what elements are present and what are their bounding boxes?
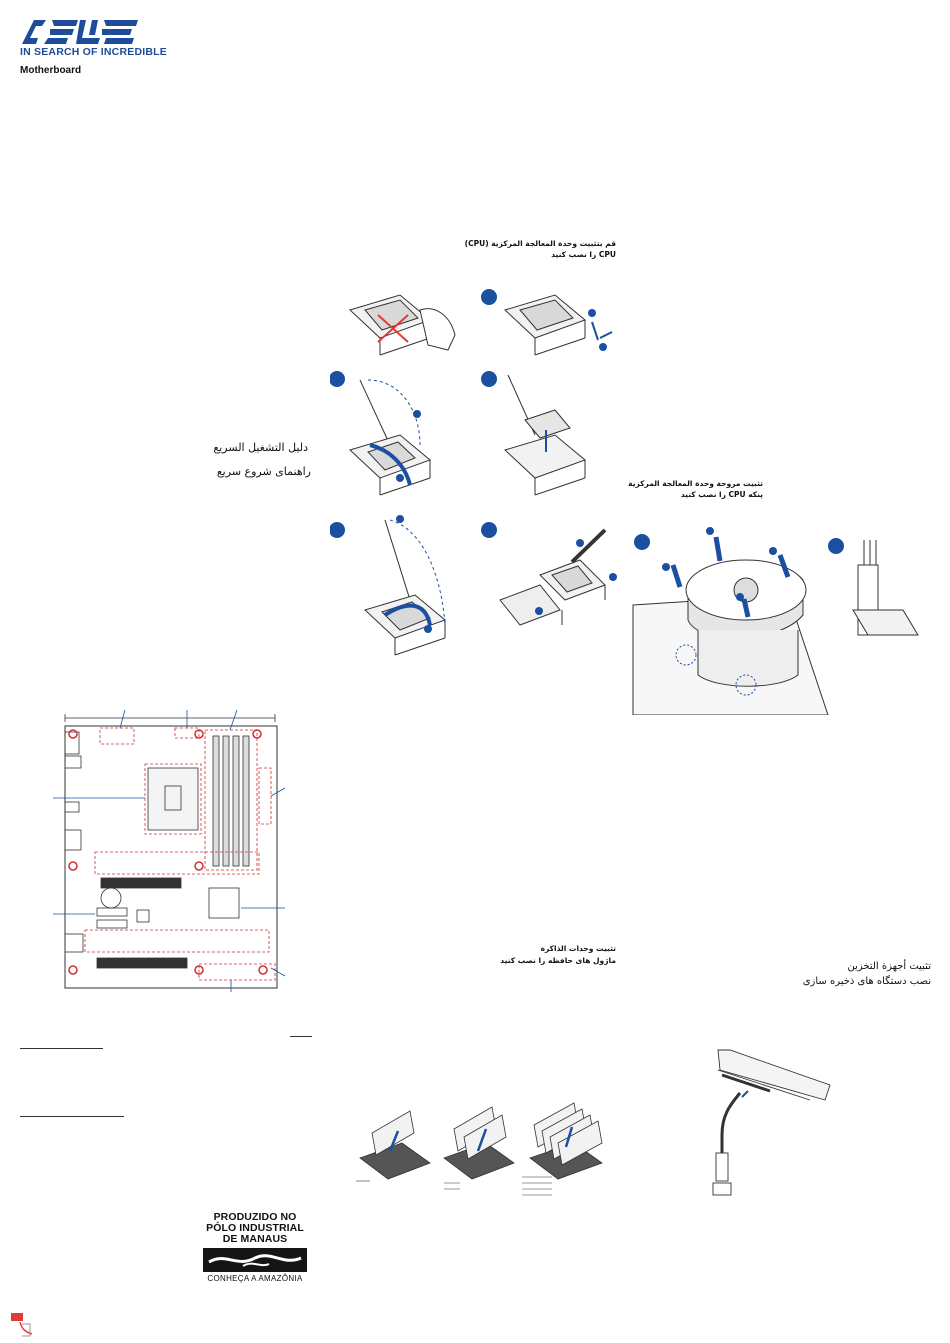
cpu-socket-no-touch-illustration bbox=[349, 294, 456, 356]
step-marker-small bbox=[599, 343, 607, 351]
step-marker-small bbox=[396, 474, 404, 482]
cpu-cooler-illustration bbox=[632, 527, 919, 715]
step-marker-small bbox=[609, 573, 617, 581]
manaus-badge: PRODUZIDO NO PÓLO INDUSTRIAL DE MANAUS C… bbox=[203, 1212, 307, 1283]
step-marker-small bbox=[769, 547, 777, 555]
storage-section-title-ar: تثبيت أجهزة التخزين bbox=[847, 961, 931, 972]
manaus-line2: PÓLO INDUSTRIAL bbox=[206, 1222, 304, 1234]
cpu-close-lever-illustration bbox=[364, 519, 446, 656]
cpu-insert-illustration bbox=[504, 374, 586, 496]
blank-underline bbox=[20, 1116, 124, 1117]
asus-logo-icon bbox=[22, 20, 138, 44]
sata-drive-illustration bbox=[712, 1049, 831, 1196]
asus-logo bbox=[20, 18, 140, 50]
blank-underline bbox=[290, 1036, 312, 1037]
step-marker bbox=[481, 371, 497, 387]
manaus-line3: DE MANAUS bbox=[222, 1233, 288, 1245]
step-marker-small bbox=[706, 527, 714, 535]
manaus-wave-band bbox=[203, 1248, 307, 1272]
manaus-footer: CONHEÇA A AMAZÔNIA bbox=[207, 1274, 303, 1283]
cpu-section-title-ar: قم بتثبيت وحدة المعالجة المركزية (CPU) bbox=[464, 239, 616, 248]
step-marker-small bbox=[424, 625, 432, 633]
blank-underline bbox=[20, 1048, 103, 1049]
dimm-single-illustration bbox=[359, 1110, 431, 1180]
memory-section-title-ar: تثبيت وحدات الذاكرة bbox=[540, 944, 616, 953]
step-marker-small bbox=[396, 515, 404, 523]
step-marker-small bbox=[535, 607, 543, 615]
manaus-line1: PRODUZIDO NO bbox=[213, 1211, 297, 1223]
cpu-section-title-fa: CPU را نصب کنید bbox=[551, 250, 616, 259]
step-marker-small bbox=[662, 563, 670, 571]
quick-guide-title-fa: راهنمای شروع سریع bbox=[216, 465, 311, 478]
step-marker bbox=[330, 371, 345, 387]
step-marker bbox=[634, 534, 650, 550]
step-marker bbox=[330, 522, 345, 538]
memory-section-title-fa: ماژول های حافظه را نصب کنید bbox=[500, 956, 616, 965]
thermal-paste-illustration bbox=[499, 528, 607, 626]
cooler-section-title-fa: پنکه CPU را نصب کنید bbox=[680, 490, 763, 499]
cpu-install-illustrations bbox=[330, 289, 617, 656]
quick-guide-title-ar: دليل التشغيل السريع bbox=[213, 441, 308, 454]
step-marker-small bbox=[413, 410, 421, 418]
cpu-socket-open-lever-illustration bbox=[349, 379, 431, 496]
pdf-icon bbox=[10, 1312, 34, 1342]
dimm-dual-illustration bbox=[443, 1106, 515, 1180]
product-name: Motherboard bbox=[20, 65, 82, 76]
step-marker bbox=[481, 522, 497, 538]
step-marker bbox=[481, 289, 497, 305]
step-marker-small bbox=[576, 539, 584, 547]
step-marker-small bbox=[588, 309, 596, 317]
storage-section-title-fa: نصب دستگاه های ذخیره سازی bbox=[802, 976, 931, 987]
step-marker bbox=[828, 538, 844, 554]
step-marker-small bbox=[736, 593, 744, 601]
dimm-quad-illustration bbox=[529, 1102, 603, 1180]
brand-tagline: IN SEARCH OF INCREDIBLE bbox=[20, 46, 167, 58]
motherboard-layout-diagram bbox=[53, 709, 286, 992]
cooler-section-title-ar: تثبيت مروحة وحدة المعالجة المركزية bbox=[628, 479, 763, 488]
memory-install-illustrations bbox=[356, 1102, 603, 1196]
cpu-socket-lever-release-illustration bbox=[504, 294, 613, 356]
wave-icon bbox=[208, 1254, 302, 1267]
